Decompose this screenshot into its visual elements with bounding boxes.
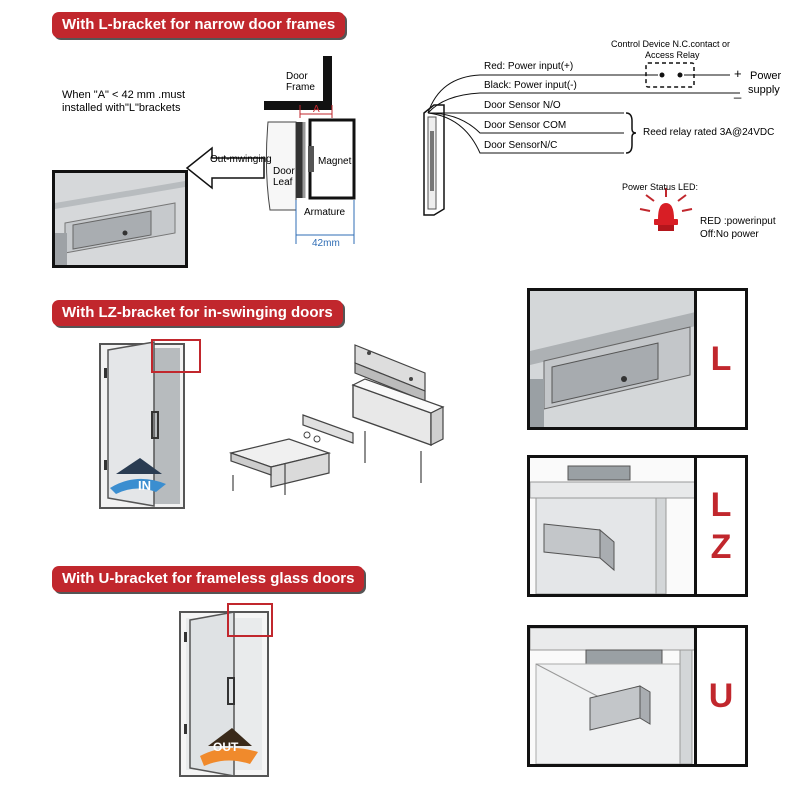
wire-red-label: Red: Power input(+)	[484, 61, 574, 72]
letter-box-lz: L Z	[694, 455, 748, 597]
led-red-label: RED :powerinput	[700, 216, 776, 227]
in-label: IN	[138, 478, 151, 493]
reed-relay-label: Reed relay rated 3A@24VDC	[643, 127, 775, 138]
wire-black-label: Black: Power input(-)	[484, 80, 577, 91]
door-leaf-label-2: Leaf	[273, 177, 293, 188]
in-swinging-door-drawing	[99, 339, 201, 509]
power-plus-sign: +	[734, 66, 742, 81]
lz-bracket-exploded-view	[228, 344, 445, 495]
door-frame-label-1: Door	[286, 71, 308, 82]
door-leaf-label-1: Door	[273, 166, 295, 177]
led-off-label: Off:No power	[700, 229, 759, 240]
letter-lz-z: Z	[710, 528, 732, 566]
letter-box-u: U	[694, 625, 748, 767]
banner-l-bracket: With L-bracket for narrow door frames	[52, 12, 346, 38]
letter-lz-l: L	[710, 486, 732, 524]
door-frame-label-2: Frame	[286, 82, 315, 93]
l-bracket-cross-section	[185, 56, 356, 244]
l-bracket-photo	[527, 288, 703, 430]
note-a-line2: installed with"L"brackets	[62, 102, 181, 114]
letter-box-l: L	[694, 288, 748, 430]
u-bracket-photo	[527, 625, 703, 767]
magnet-label: Magnet	[318, 156, 352, 167]
letter-l: L	[710, 340, 732, 378]
control-device-label-2: Access Relay	[645, 50, 700, 60]
banner-lz-bracket: With LZ-bracket for in-swinging doors	[52, 300, 343, 326]
dim-42mm-label: 42mm	[312, 238, 340, 249]
out-label: OUT	[213, 740, 239, 754]
letter-u: U	[708, 677, 734, 715]
a-dimension-label: A	[313, 104, 320, 115]
wire-sensor-com-label: Door Sensor COM	[484, 120, 567, 131]
lz-bracket-photo	[527, 455, 703, 597]
wire-sensor-no-label: Door Sensor N/O	[484, 100, 561, 111]
wire-sensor-nc-label: Door SensorN/C	[484, 140, 558, 151]
power-minus-sign: _	[734, 84, 742, 99]
led-title-label: Power Status LED:	[622, 182, 699, 192]
l-bracket-photo-small	[52, 170, 188, 268]
power-supply-label-1: Power	[750, 70, 782, 82]
out-swinging-label: Out-mwinging	[210, 154, 272, 165]
banner-u-bracket: With U-bracket for frameless glass doors	[52, 566, 365, 592]
power-supply-label-2: supply	[748, 84, 780, 96]
armature-label: Armature	[304, 207, 346, 218]
glass-door-drawing	[179, 603, 273, 777]
wiring-diagram	[423, 62, 740, 231]
note-a-line1: When "A" < 42 mm .must	[62, 89, 186, 101]
control-device-label-1: Control Device N.C.contact or	[611, 39, 731, 49]
